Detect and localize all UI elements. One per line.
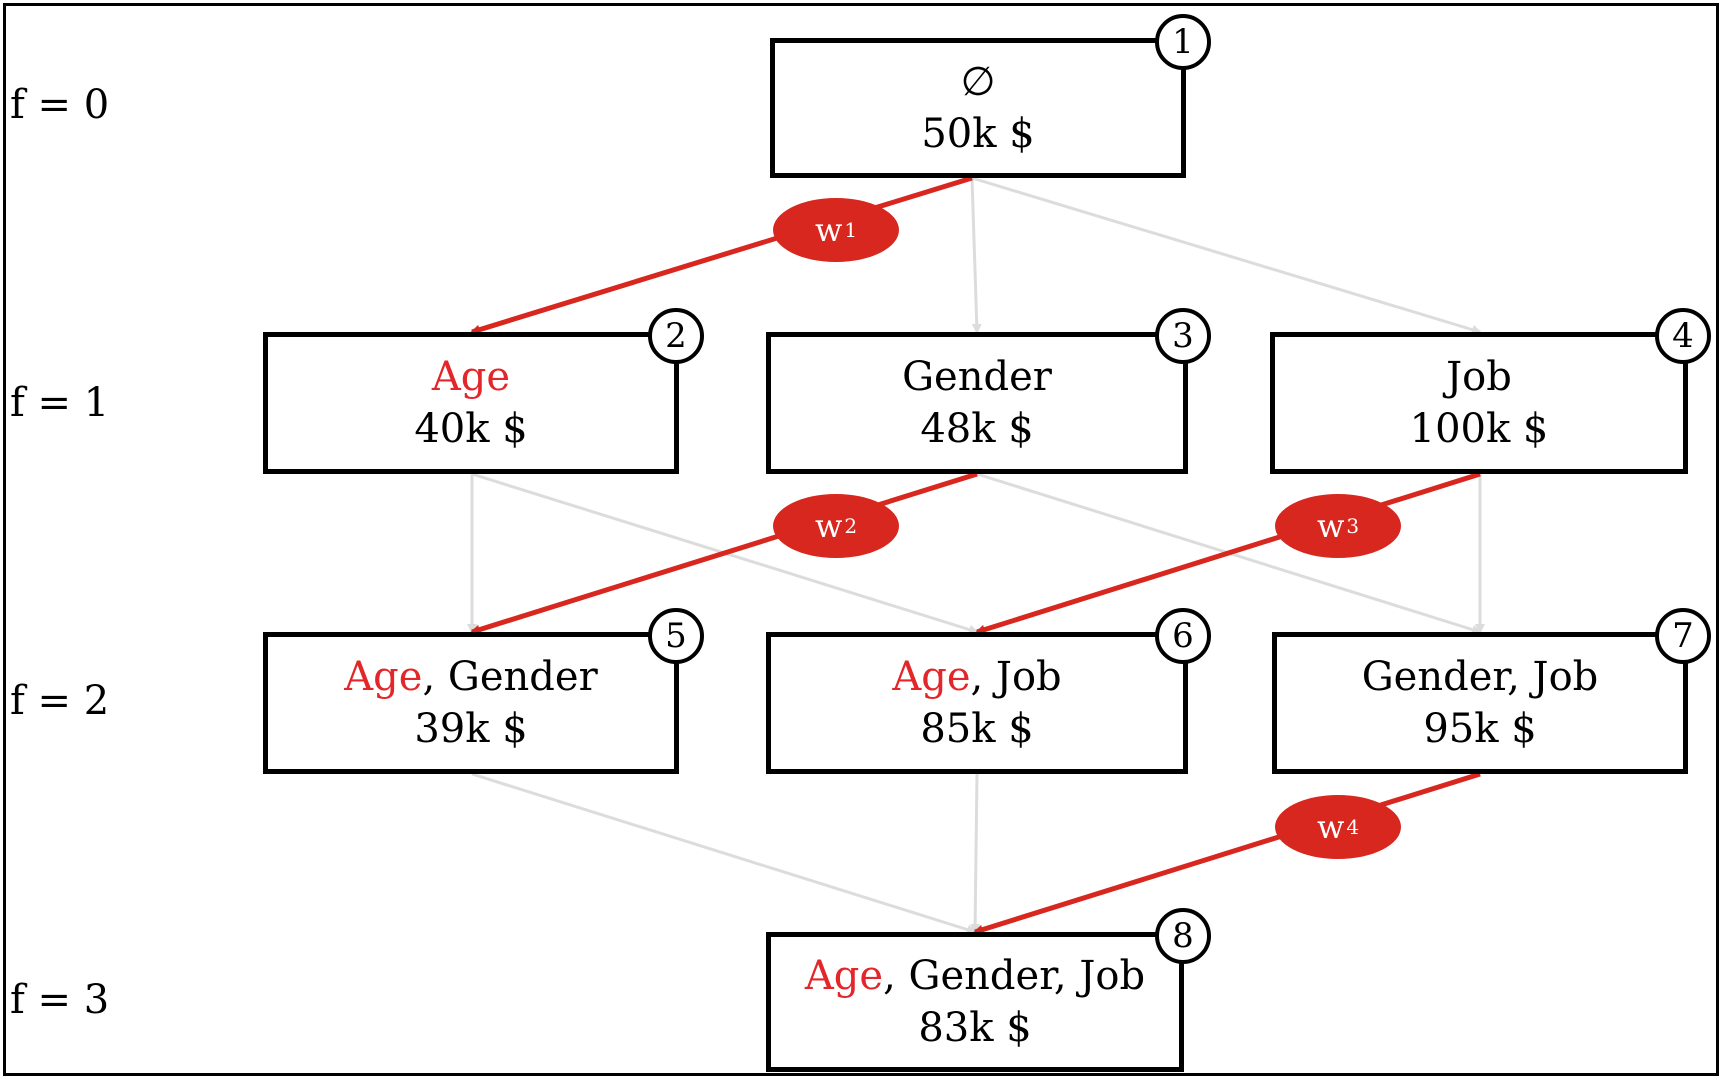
weight-w2-base: w	[814, 507, 843, 545]
node-5-feature-rest: , Gender	[422, 654, 598, 700]
weight-w2-subscript: 2	[844, 514, 858, 538]
weight-w3-base: w	[1316, 507, 1345, 545]
edge-4-to-6	[975, 471, 1481, 635]
node-2-value: 40k $	[414, 406, 528, 452]
node-8-features: Age, Gender, Job	[805, 950, 1145, 1002]
node-4-feature-job: Job	[1446, 354, 1512, 400]
node-6-feature-rest: , Job	[970, 654, 1062, 700]
diagram-frame	[3, 3, 1719, 1076]
node-6-feature-age: Age	[892, 654, 971, 700]
edge-1-to-2	[470, 175, 973, 335]
node-1-features: ∅	[961, 56, 996, 108]
node-8-feature-age: Age	[804, 953, 884, 999]
node-1-number-badge: 1	[1155, 14, 1211, 70]
weight-w4-subscript: 4	[1346, 815, 1360, 839]
node-7-value: 95k $	[1423, 706, 1537, 752]
node-3-features: Gender	[902, 351, 1052, 403]
level-label-f3: f = 3	[10, 977, 110, 1023]
node-4-number-badge: 4	[1655, 308, 1711, 364]
node-8-feature-rest: , Gender, Job	[883, 953, 1146, 999]
node-7-feature-gender-job: Gender, Job	[1361, 654, 1599, 700]
node-3: Gender 48k $	[766, 332, 1188, 474]
node-2-feature-age: Age	[431, 354, 511, 400]
edge-1-to-3	[970, 177, 982, 334]
node-4: Job 100k $	[1270, 332, 1688, 474]
node-1-feature-empty-set: ∅	[960, 59, 996, 105]
node-8-value: 83k $	[918, 1005, 1032, 1051]
node-7-number-badge: 7	[1655, 608, 1711, 664]
node-5-features: Age, Gender	[344, 651, 597, 703]
node-3-value: 48k $	[920, 406, 1034, 452]
node-2-number-badge: 2	[648, 308, 704, 364]
weight-w4-base: w	[1316, 808, 1345, 846]
node-8-number-badge: 8	[1155, 908, 1211, 964]
edge-6-to-8	[970, 773, 981, 934]
node-5-number-badge: 5	[648, 608, 704, 664]
node-6-number-badge: 6	[1155, 608, 1211, 664]
node-3-feature-gender: Gender	[902, 354, 1052, 400]
node-4-value: 100k $	[1409, 406, 1549, 452]
node-6-features: Age, Job	[892, 651, 1061, 703]
node-4-features: Job	[1446, 351, 1512, 403]
edge-7-to-8	[973, 771, 1481, 935]
node-2: Age 40k $	[263, 332, 679, 474]
edge-1-to-4	[971, 176, 1482, 335]
node-6-value: 85k $	[920, 706, 1034, 752]
node-7-features: Gender, Job	[1362, 651, 1599, 703]
level-label-f2: f = 2	[10, 678, 110, 724]
node-1: ∅ 50k $	[770, 38, 1186, 178]
node-7: Gender, Job 95k $	[1272, 632, 1688, 774]
node-5: Age, Gender 39k $	[263, 632, 679, 774]
node-2-features: Age	[432, 351, 510, 403]
edge-3-to-5	[470, 471, 978, 635]
node-3-number-badge: 3	[1155, 308, 1211, 364]
node-6: Age, Job 85k $	[766, 632, 1188, 774]
node-5-value: 39k $	[414, 706, 528, 752]
node-1-value: 50k $	[921, 111, 1035, 157]
level-label-f1: f = 1	[10, 380, 110, 426]
node-5-feature-age: Age	[344, 654, 423, 700]
weight-w3-subscript: 3	[1346, 514, 1360, 538]
level-label-f0: f = 0	[10, 82, 110, 128]
weight-w1-subscript: 1	[844, 218, 858, 242]
node-8: Age, Gender, Job 83k $	[766, 932, 1184, 1072]
weight-w1-base: w	[814, 211, 843, 249]
edge-5-to-8	[471, 772, 977, 935]
